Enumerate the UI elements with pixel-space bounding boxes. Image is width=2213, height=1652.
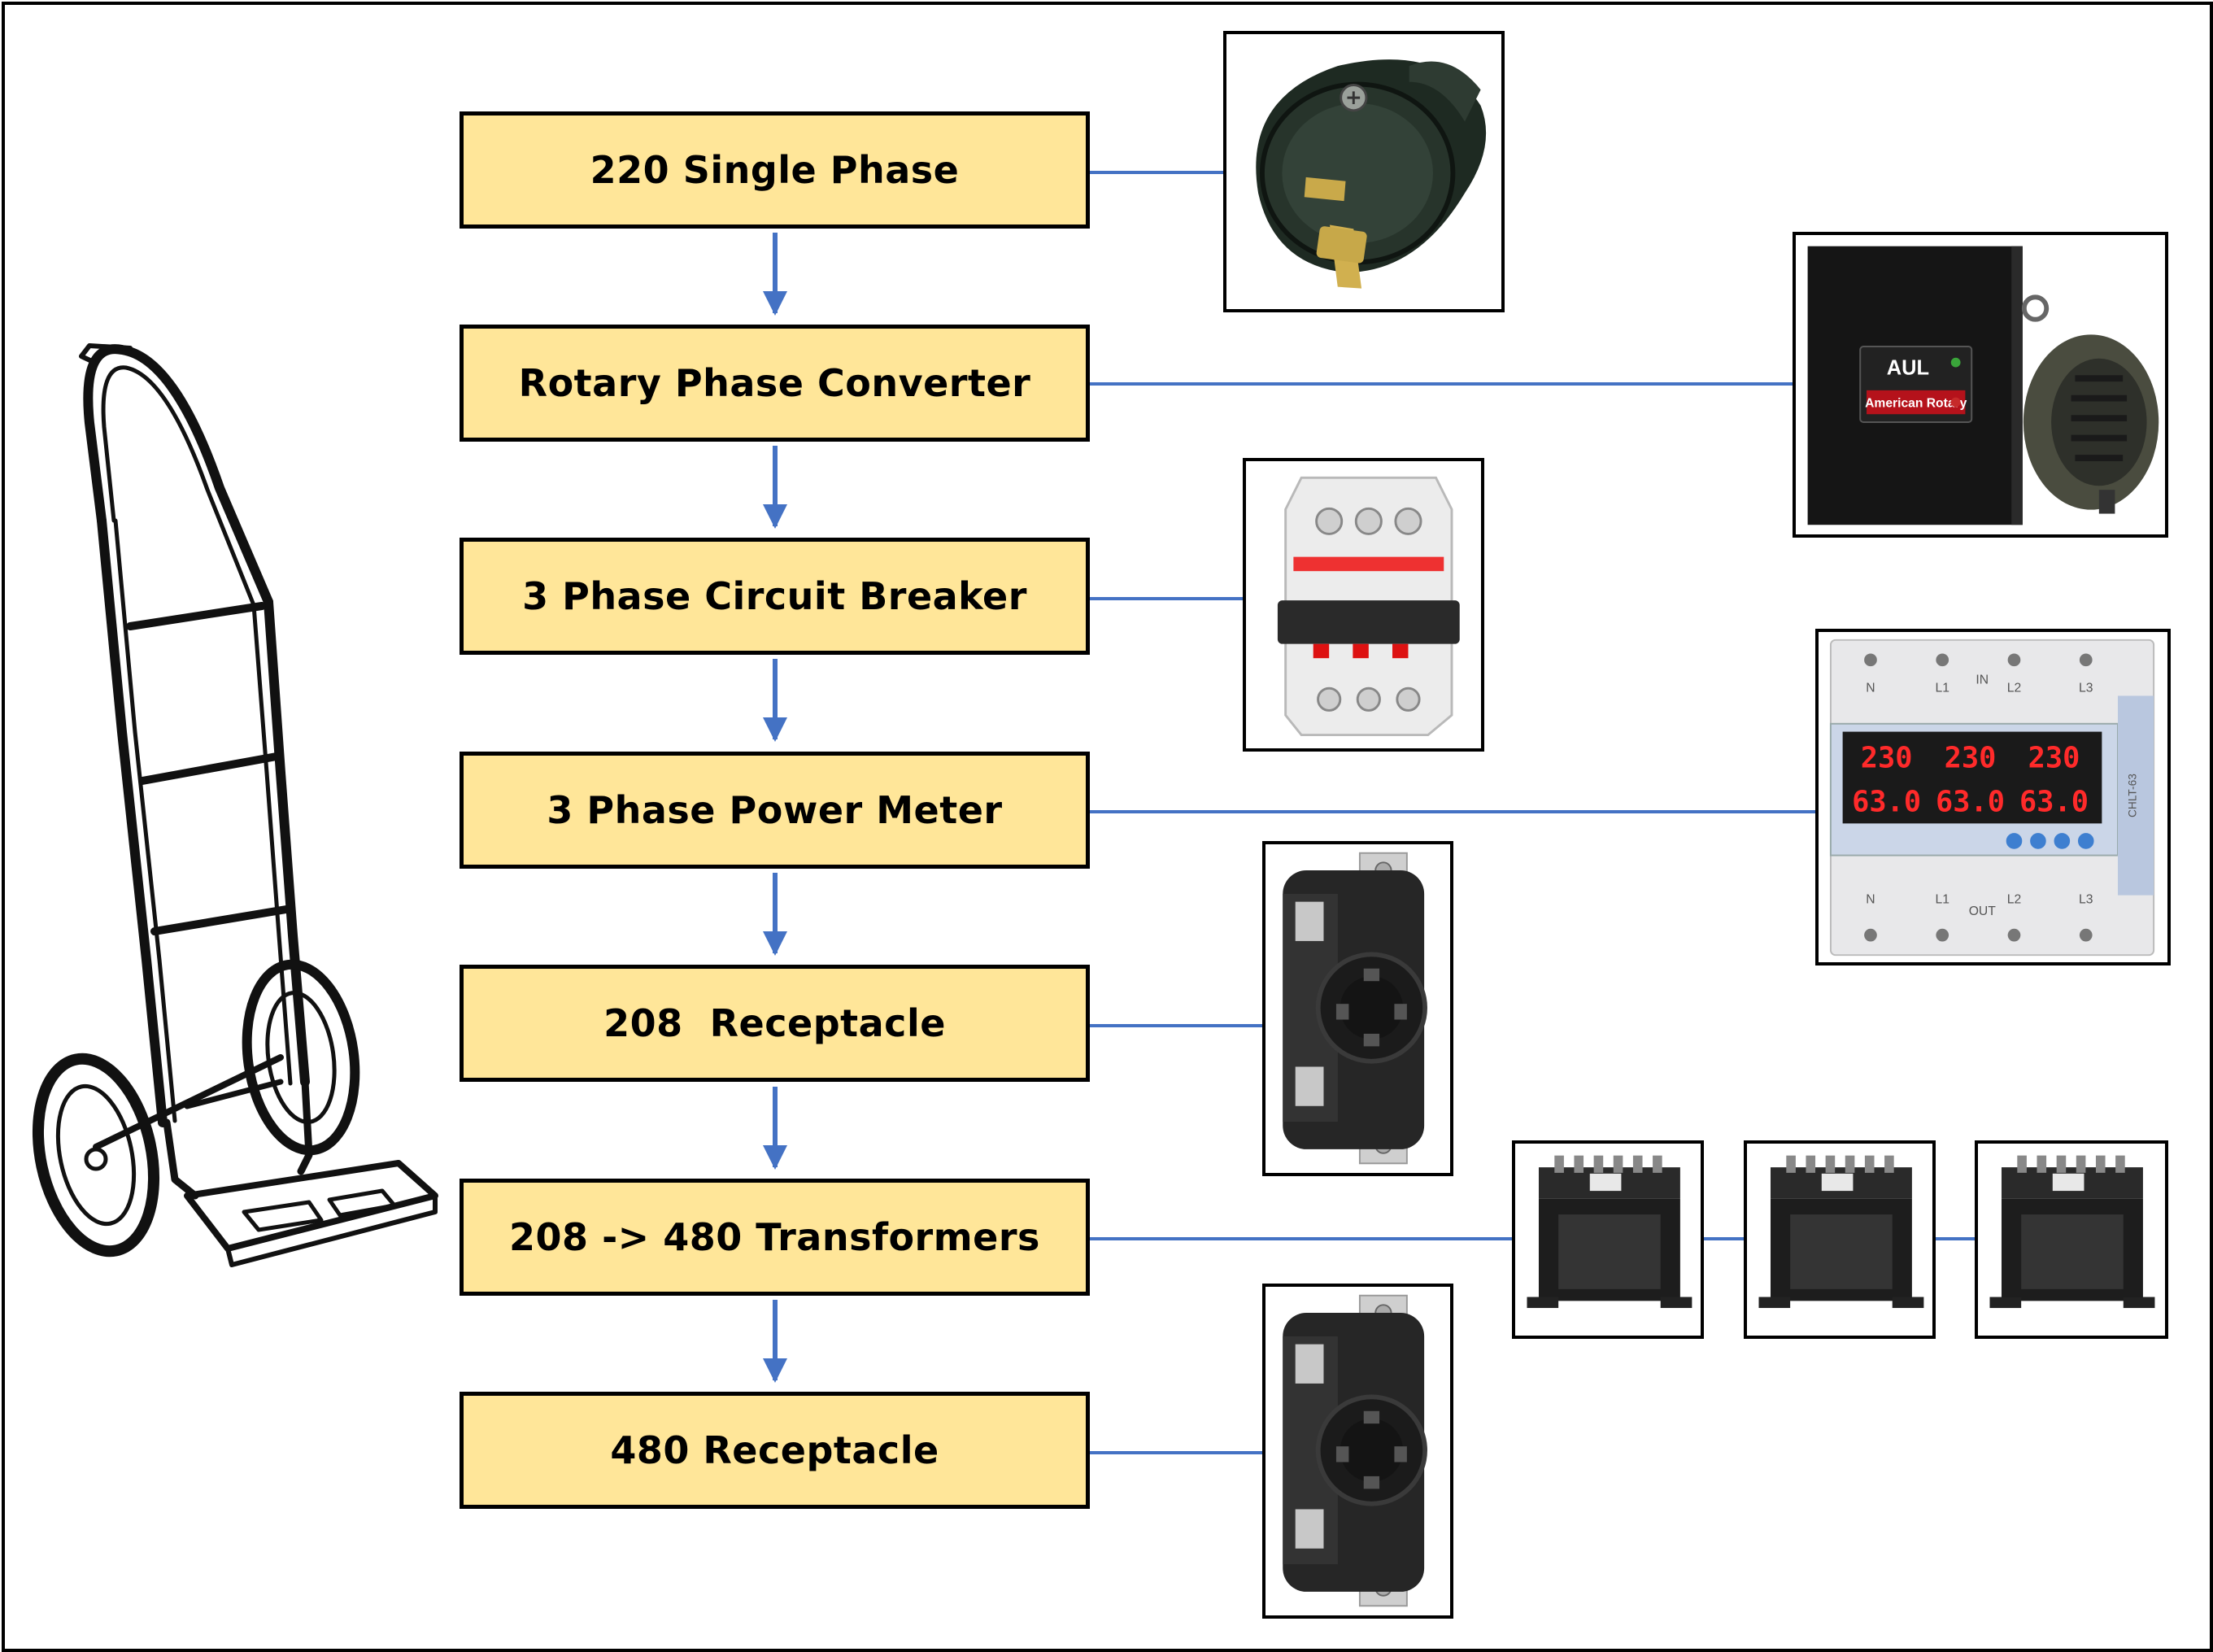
svg-text:IN: IN (1976, 673, 1989, 687)
step-rotary-phase-converter: Rotary Phase Converter (460, 325, 1090, 442)
transformer-photo-3 (1975, 1140, 2168, 1339)
receptacle-208-photo (1262, 841, 1453, 1176)
converter-badge: AUL (1887, 356, 1929, 379)
step-label: 3 Phase Circuit Breaker (522, 574, 1027, 618)
step-label: Rotary Phase Converter (518, 361, 1031, 405)
plug-icon (1256, 59, 1487, 289)
step-label: 208 Receptacle (603, 1001, 946, 1045)
circuit-breaker-icon (1277, 476, 1460, 737)
transformer-icon (1758, 1155, 1924, 1309)
voltage-l2: 230 (1945, 742, 1997, 775)
svg-text:L3: L3 (2079, 892, 2093, 906)
transformer-photo-2 (1744, 1140, 1936, 1339)
receptacle-icon (1283, 1294, 1427, 1607)
step-label: 208 -> 480 Transformers (509, 1215, 1040, 1259)
connector-lines (1090, 171, 1975, 1454)
step-label: 480 Receptacle (610, 1428, 939, 1472)
transformer-icon (1989, 1155, 2155, 1309)
meter-display: 230 230 230 63.0 63.0 63.0 (1842, 731, 2102, 849)
step-480-receptacle: 480 Receptacle (460, 1392, 1090, 1509)
plug-photo (1223, 31, 1505, 312)
circuit-breaker-photo (1243, 458, 1484, 752)
step-3-phase-power-meter: 3 Phase Power Meter (460, 752, 1090, 869)
svg-text:N: N (1866, 682, 1875, 695)
svg-text:L1: L1 (1936, 892, 1949, 906)
voltage-l3: 230 (2028, 742, 2080, 775)
meter-model: CHLT-63 (2127, 774, 2139, 817)
transformer-icon (1527, 1155, 1692, 1309)
step-220-single-phase: 220 Single Phase (460, 111, 1090, 229)
transformer-photo-1 (1512, 1140, 1704, 1339)
receptacle-icon (1283, 852, 1427, 1165)
power-meter-icon: N L1 IN L2 L3 230 230 230 63.0 63.0 63.0… (1829, 639, 2155, 957)
converter-icon: AUL American Rotary (1807, 246, 2159, 525)
current-l2: 63.0 (1936, 786, 2005, 819)
step-label: 3 Phase Power Meter (547, 788, 1003, 832)
step-208-480-transformers: 208 -> 480 Transformers (460, 1179, 1090, 1296)
svg-text:L1: L1 (1936, 682, 1949, 695)
power-meter-photo: N L1 IN L2 L3 230 230 230 63.0 63.0 63.0… (1815, 629, 2171, 965)
svg-text:N: N (1866, 892, 1875, 906)
current-l3: 63.0 (2019, 786, 2089, 819)
step-label: 220 Single Phase (590, 148, 960, 192)
meter-terminals-in: N L1 IN L2 L3 (1864, 653, 2093, 695)
meter-terminals-out: N L1 OUT L2 L3 (1864, 892, 2093, 942)
step-3-phase-circuit-breaker: 3 Phase Circuit Breaker (460, 538, 1090, 655)
svg-text:L3: L3 (2079, 682, 2093, 695)
voltage-l1: 230 (1861, 742, 1913, 775)
converter-brand: American Rotary (1865, 396, 1967, 410)
svg-text:OUT: OUT (1969, 904, 1997, 918)
current-l1: 63.0 (1852, 786, 1921, 819)
receptacle-480-photo (1262, 1284, 1453, 1619)
svg-text:L2: L2 (2007, 892, 2021, 906)
rotary-converter-photo: AUL American Rotary (1793, 232, 2168, 538)
hand-truck-illustration (32, 343, 438, 1267)
step-208-receptacle: 208 Receptacle (460, 965, 1090, 1082)
svg-text:L2: L2 (2007, 682, 2021, 695)
